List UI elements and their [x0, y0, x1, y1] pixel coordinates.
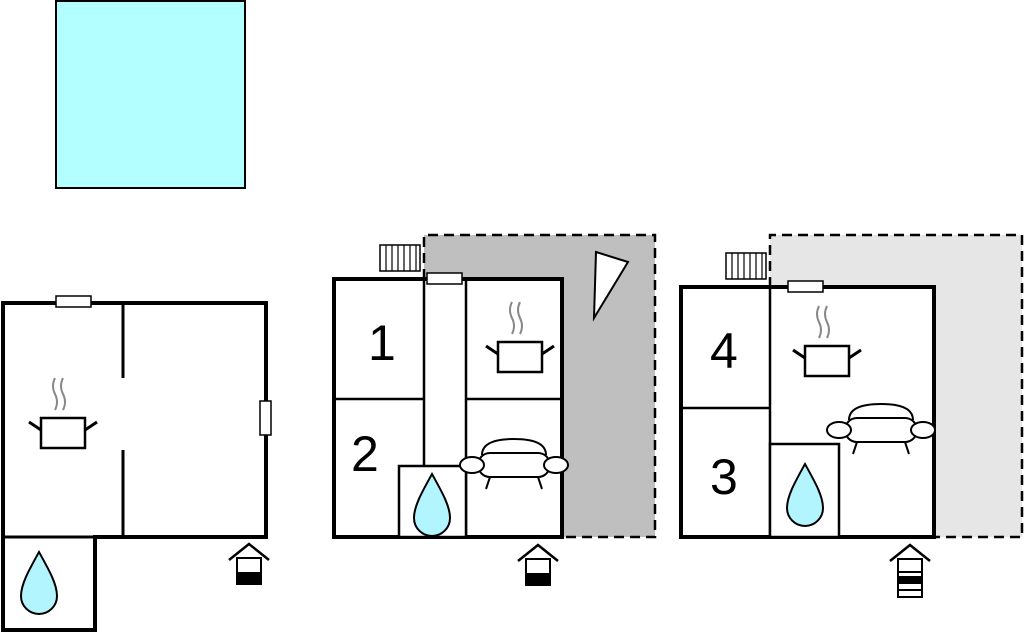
window	[55, 295, 92, 308]
window	[259, 400, 272, 436]
bedroom-4-label: 4	[710, 323, 738, 379]
window	[787, 280, 824, 293]
middle-plan: 1 2	[332, 233, 657, 586]
house-entrance-icon	[889, 543, 931, 598]
right-plan: 4 3	[679, 233, 1024, 598]
house-entrance-icon	[228, 542, 270, 585]
window	[426, 272, 463, 285]
bedroom-3-label: 3	[710, 449, 738, 505]
terrace	[770, 235, 1022, 537]
house-entrance-icon	[517, 543, 559, 586]
radiator-icon	[725, 252, 767, 280]
left-plan	[1, 295, 272, 632]
bedroom-2-label: 2	[351, 426, 379, 482]
bedroom-1-label: 1	[368, 315, 396, 371]
pool	[55, 0, 246, 189]
radiator-icon	[379, 244, 421, 272]
sail-shade-icon	[592, 250, 630, 322]
